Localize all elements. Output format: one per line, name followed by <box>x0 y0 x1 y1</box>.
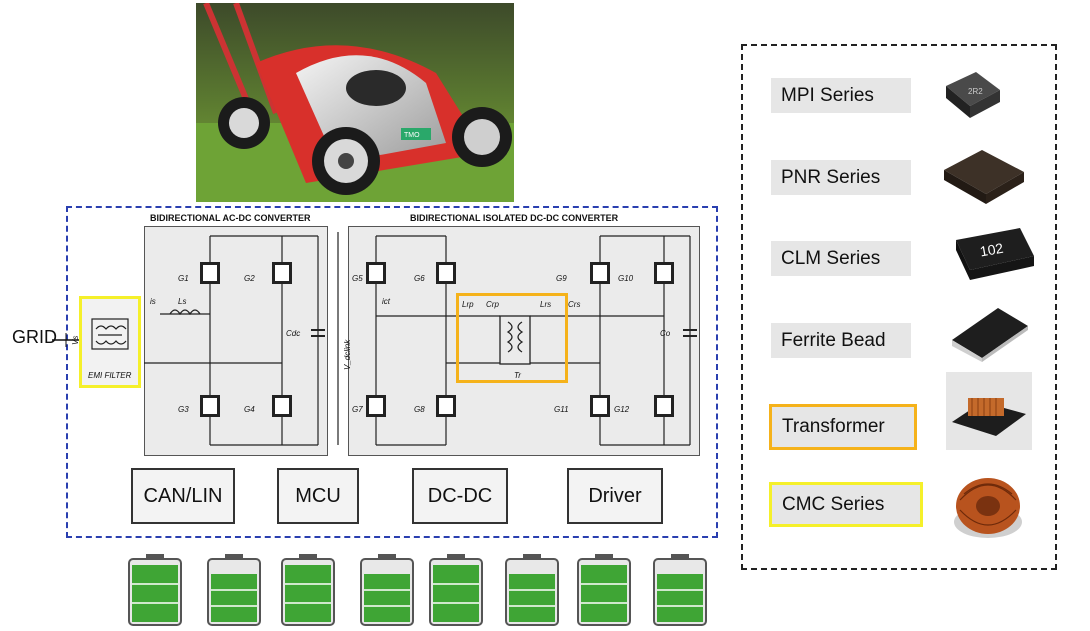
lawn-mower-photo: TMO <box>196 3 514 202</box>
battery-fill <box>657 574 703 622</box>
svg-text:V_dclink: V_dclink <box>343 339 352 370</box>
can-lin-block: CAN/LIN <box>131 468 235 524</box>
svg-text:Ls: Ls <box>178 297 186 306</box>
battery-7 <box>577 554 631 631</box>
svg-text:ict: ict <box>382 297 391 306</box>
battery-2 <box>207 554 261 631</box>
transformer-highlight <box>456 293 568 383</box>
svg-text:G3: G3 <box>178 405 189 414</box>
svg-text:Co: Co <box>660 329 671 338</box>
battery-4 <box>360 554 414 631</box>
toroid-choke-icon <box>954 478 1022 538</box>
battery-fill <box>433 565 479 622</box>
legend-label-ferrite: Ferrite Bead <box>771 323 911 358</box>
battery-fill <box>364 574 410 622</box>
transformer-icon <box>946 372 1032 450</box>
svg-text:G8: G8 <box>414 405 425 414</box>
svg-text:is: is <box>150 297 156 306</box>
molded-inductor-icon <box>944 150 1024 204</box>
ac-dc-title: BIDIRECTIONAL AC-DC CONVERTER <box>150 213 311 223</box>
grid-label: GRID <box>12 327 57 347</box>
svg-text:G9: G9 <box>556 274 567 283</box>
battery-fill <box>132 565 178 622</box>
emi-filter: EMI FILTER <box>79 296 141 388</box>
grid-input-arrow <box>52 333 80 347</box>
mcu-block: MCU <box>277 468 359 524</box>
svg-text:102: 102 <box>979 240 1005 260</box>
mower-badge <box>401 128 431 140</box>
svg-text:G7: G7 <box>352 405 363 414</box>
legend-label-transformer: Transformer <box>769 404 917 450</box>
svg-text:Crp: Crp <box>486 300 499 309</box>
ac-dc-converter <box>144 226 328 456</box>
svg-text:G2: G2 <box>244 274 255 283</box>
svg-text:Lrs: Lrs <box>540 300 551 309</box>
emi-filter-icon <box>91 318 129 350</box>
svg-text:Vs: Vs <box>71 336 80 345</box>
power-module-frame <box>66 206 718 538</box>
dc-dc-title: BIDIRECTIONAL ISOLATED DC-DC CONVERTER <box>410 213 619 223</box>
svg-text:G4: G4 <box>244 405 255 414</box>
emi-filter-label: EMI FILTER <box>88 371 132 380</box>
dc-dc-converter <box>348 226 700 456</box>
svg-text:2R2: 2R2 <box>968 87 983 96</box>
driver-block: Driver <box>567 468 663 524</box>
component-legend <box>741 44 1057 570</box>
svg-text:G12: G12 <box>614 405 630 414</box>
svg-text:Crs: Crs <box>568 300 580 309</box>
svg-text:Lrp: Lrp <box>462 300 474 309</box>
battery-fill <box>509 574 555 622</box>
smd-power-inductor-icon: 2R2 <box>946 72 1000 118</box>
legend-label-pnr: PNR Series <box>771 160 911 195</box>
svg-text:Tr: Tr <box>514 371 521 380</box>
legend-label-clm: CLM Series <box>771 241 911 276</box>
dc-dc-block: DC-DC <box>412 468 508 524</box>
svg-text:G10: G10 <box>618 274 634 283</box>
ferrite-bead-icon <box>952 308 1028 362</box>
battery-8 <box>653 554 707 631</box>
legend-label-cmc: CMC Series <box>769 482 923 527</box>
svg-text:G1: G1 <box>178 274 189 283</box>
battery-1 <box>128 554 182 631</box>
battery-fill <box>211 574 257 622</box>
battery-3 <box>281 554 335 631</box>
svg-text:Cdc: Cdc <box>286 329 300 338</box>
svg-text:G11: G11 <box>554 405 569 414</box>
clm-inductor-icon: 102 <box>956 228 1034 280</box>
battery-5 <box>429 554 483 631</box>
svg-text:TMO: TMO <box>404 132 420 139</box>
battery-fill <box>581 565 627 622</box>
svg-text:G6: G6 <box>414 274 425 283</box>
legend-label-mpi: MPI Series <box>771 78 911 113</box>
svg-text:G5: G5 <box>352 274 363 283</box>
battery-6 <box>505 554 559 631</box>
battery-fill <box>285 565 331 622</box>
